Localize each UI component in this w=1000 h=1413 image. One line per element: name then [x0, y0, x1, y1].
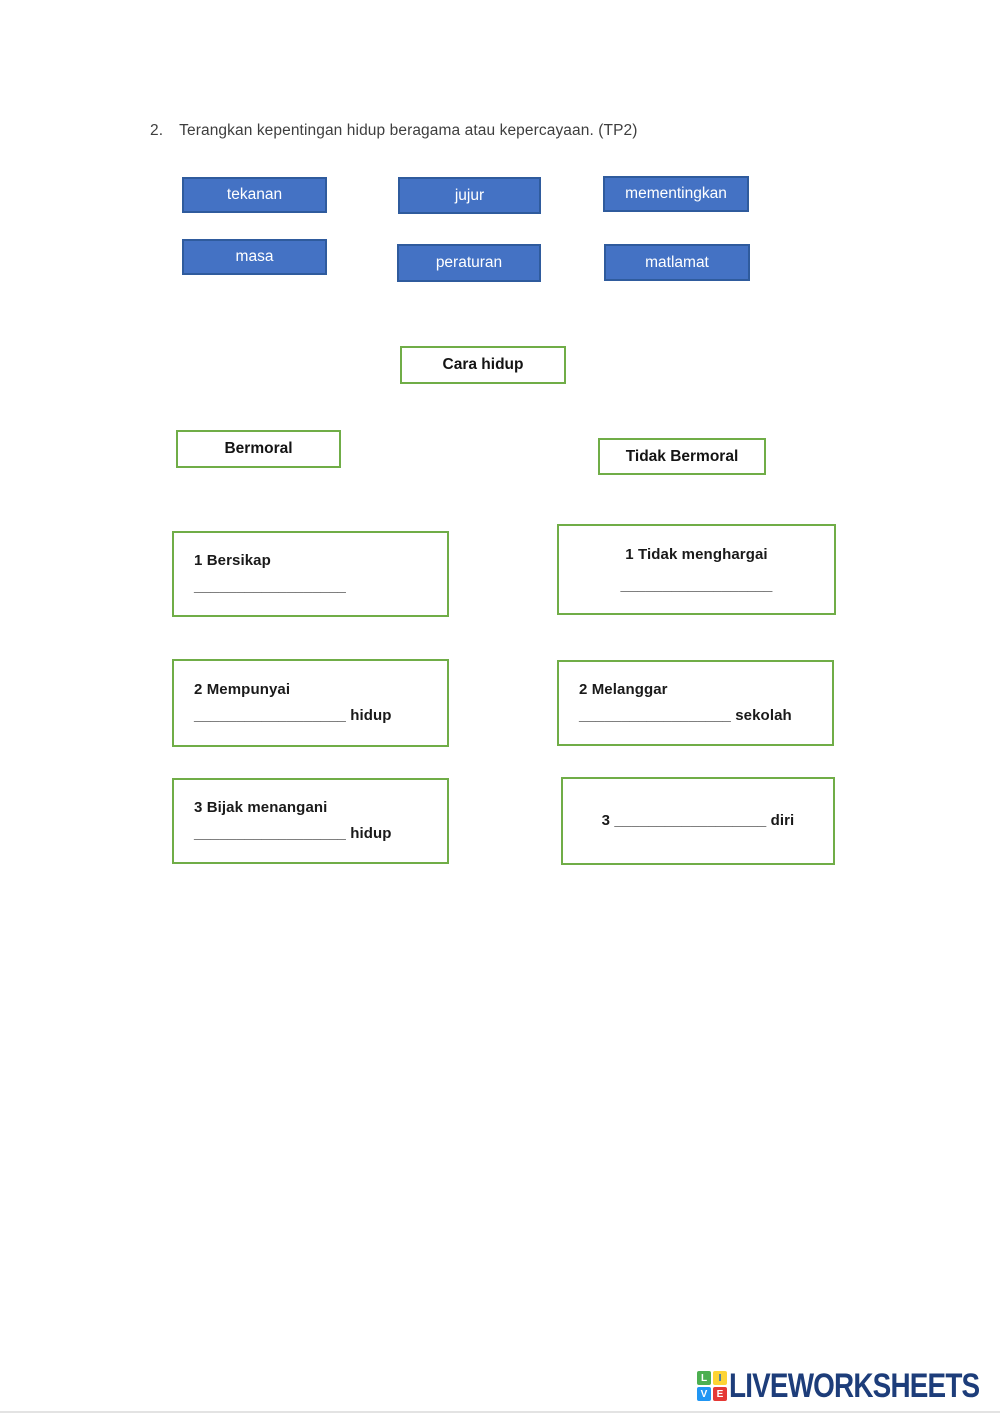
- answer-blank-line: __________________ hidup: [194, 825, 392, 842]
- answer-line: 2 Mempunyai: [194, 681, 291, 698]
- word-tile-label: mementingkan: [625, 185, 727, 202]
- word-tile-matlamat[interactable]: matlamat: [604, 244, 750, 281]
- answer-line: 3 __________________ diri: [601, 812, 795, 829]
- category-box-tidak-bermoral: Tidak Bermoral: [598, 438, 766, 475]
- category-label: Bermoral: [224, 440, 293, 457]
- word-tile-jujur[interactable]: jujur: [398, 177, 541, 214]
- answer-line: 2 Melanggar: [579, 681, 668, 698]
- liveworksheets-logo[interactable]: L I V E LIVEWORKSHEETS: [697, 1367, 1000, 1405]
- answer-line: 1 Tidak menghargai: [625, 545, 768, 563]
- logo-square-v: V: [697, 1387, 711, 1401]
- word-tile-label: peraturan: [435, 254, 503, 271]
- answer-line: 1 Bersikap __________________: [194, 552, 346, 595]
- category-box-cara-hidup: Cara hidup: [400, 346, 566, 384]
- word-tile-label: tekanan: [226, 186, 283, 203]
- logo-square-l: L: [697, 1371, 711, 1385]
- category-label: Tidak Bermoral: [625, 447, 739, 465]
- answer-box-tidak-bermoral-2[interactable]: 2 Melanggar __________________ sekolah: [557, 660, 834, 746]
- answer-blank-line: __________________ hidup: [194, 707, 392, 724]
- word-tile-peraturan[interactable]: peraturan: [397, 244, 541, 282]
- category-box-bermoral: Bermoral: [176, 430, 341, 468]
- page-bottom-divider: [0, 1411, 1000, 1413]
- word-tile-label: masa: [235, 248, 274, 265]
- answer-box-tidak-bermoral-3[interactable]: 3 __________________ diri: [561, 777, 835, 865]
- logo-square-e: E: [713, 1387, 727, 1401]
- answer-box-bermoral-2[interactable]: 2 Mempunyai __________________ hidup: [172, 659, 449, 747]
- question: 2. Terangkan kepentingan hidup beragama …: [150, 122, 638, 140]
- logo-square-i: I: [713, 1371, 727, 1385]
- word-tile-tekanan[interactable]: tekanan: [182, 177, 327, 213]
- answer-blank-line: __________________: [620, 576, 773, 594]
- category-label: Cara hidup: [442, 356, 524, 373]
- answer-line: 3 Bijak menangani: [194, 799, 328, 816]
- answer-blank-line: __________________ sekolah: [579, 707, 792, 724]
- answer-box-bermoral-3[interactable]: 3 Bijak menangani __________________ hid…: [172, 778, 449, 864]
- answer-box-tidak-bermoral-1[interactable]: 1 Tidak menghargai __________________: [557, 524, 836, 615]
- logo-text: LIVEWORKSHEETS: [729, 1367, 980, 1405]
- answer-box-bermoral-1[interactable]: 1 Bersikap __________________: [172, 531, 449, 617]
- word-tile-masa[interactable]: masa: [182, 239, 327, 275]
- word-tile-mementingkan[interactable]: mementingkan: [603, 176, 749, 212]
- question-text: Terangkan kepentingan hidup beragama ata…: [179, 122, 638, 139]
- question-number: 2.: [150, 122, 164, 139]
- word-tile-label: jujur: [454, 186, 485, 204]
- liveworksheets-logo-icon: L I V E: [697, 1371, 727, 1401]
- word-tile-label: matlamat: [645, 253, 709, 271]
